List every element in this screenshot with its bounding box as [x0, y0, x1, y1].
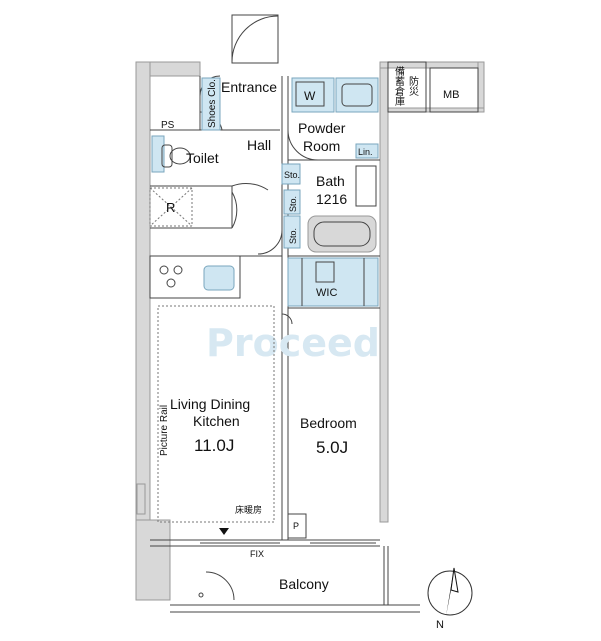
meter-box [429, 67, 479, 113]
kitchen-counter [149, 255, 241, 299]
ldk-label-2: Kitchen [193, 413, 240, 429]
shoes-closet [201, 77, 221, 131]
powder-sink [335, 77, 379, 113]
emergency-storage-col2: 防災 [407, 75, 419, 96]
bathtub [307, 165, 377, 253]
powder-room-label-2: Room [303, 138, 340, 154]
toilet-label: Toilet [186, 150, 219, 166]
entrance-label: Entrance [221, 79, 277, 95]
storage-1 [281, 163, 301, 185]
toilet-fixture [151, 135, 191, 173]
floor-heating-area [157, 305, 275, 523]
hall-label: Hall [247, 137, 271, 153]
entrance-door [231, 14, 279, 64]
fix-label: FIX [250, 549, 264, 559]
north-compass-icon [427, 567, 473, 616]
powder-room-label-1: Powder [298, 120, 346, 136]
picture-rail-label: Picture Rail [159, 405, 170, 456]
bedroom-label: Bedroom [300, 415, 357, 431]
walk-in-closet [287, 257, 379, 307]
refrigerator-space [149, 187, 193, 227]
linen-closet [355, 143, 379, 159]
shoes-closet-label: Shoes Clo. [207, 79, 218, 128]
emergency-storage-col1: 備蓄倉庫 [393, 65, 405, 107]
storage-2 [283, 189, 301, 215]
storage-1-label: Sto. [284, 170, 300, 180]
ps-label: PS [161, 120, 175, 131]
balcony-area [170, 546, 420, 613]
pipe-space-label: P [293, 521, 299, 531]
ldk-size: 11.0J [194, 436, 234, 455]
structural-walls [135, 61, 485, 601]
ldk-label-1: Living Dining [170, 396, 250, 412]
storage-2-label: Sto. [288, 196, 298, 212]
wic-label: WIC [316, 287, 337, 299]
balcony-label: Balcony [279, 576, 329, 592]
washer-label: W [304, 89, 316, 103]
storage-3 [283, 215, 301, 249]
storage-3-label: Sto. [288, 228, 298, 244]
bath-label-1: Bath [316, 173, 345, 189]
pipe-space [287, 513, 307, 539]
floor-heating-label: 床暖房 [235, 504, 262, 516]
interior-walls [150, 76, 380, 547]
linen-label: Lin. [358, 147, 373, 157]
emergency-storage [387, 61, 427, 113]
watermark: Proceed [206, 321, 380, 365]
bedroom-size: 5.0J [316, 438, 348, 457]
refrigerator-label: R [166, 200, 175, 215]
entry-arrow-icon [219, 528, 229, 535]
washer-space [291, 77, 335, 113]
compass-label: N [436, 619, 444, 631]
bath-label-2: 1216 [316, 191, 347, 207]
mb-label: MB [443, 89, 460, 101]
